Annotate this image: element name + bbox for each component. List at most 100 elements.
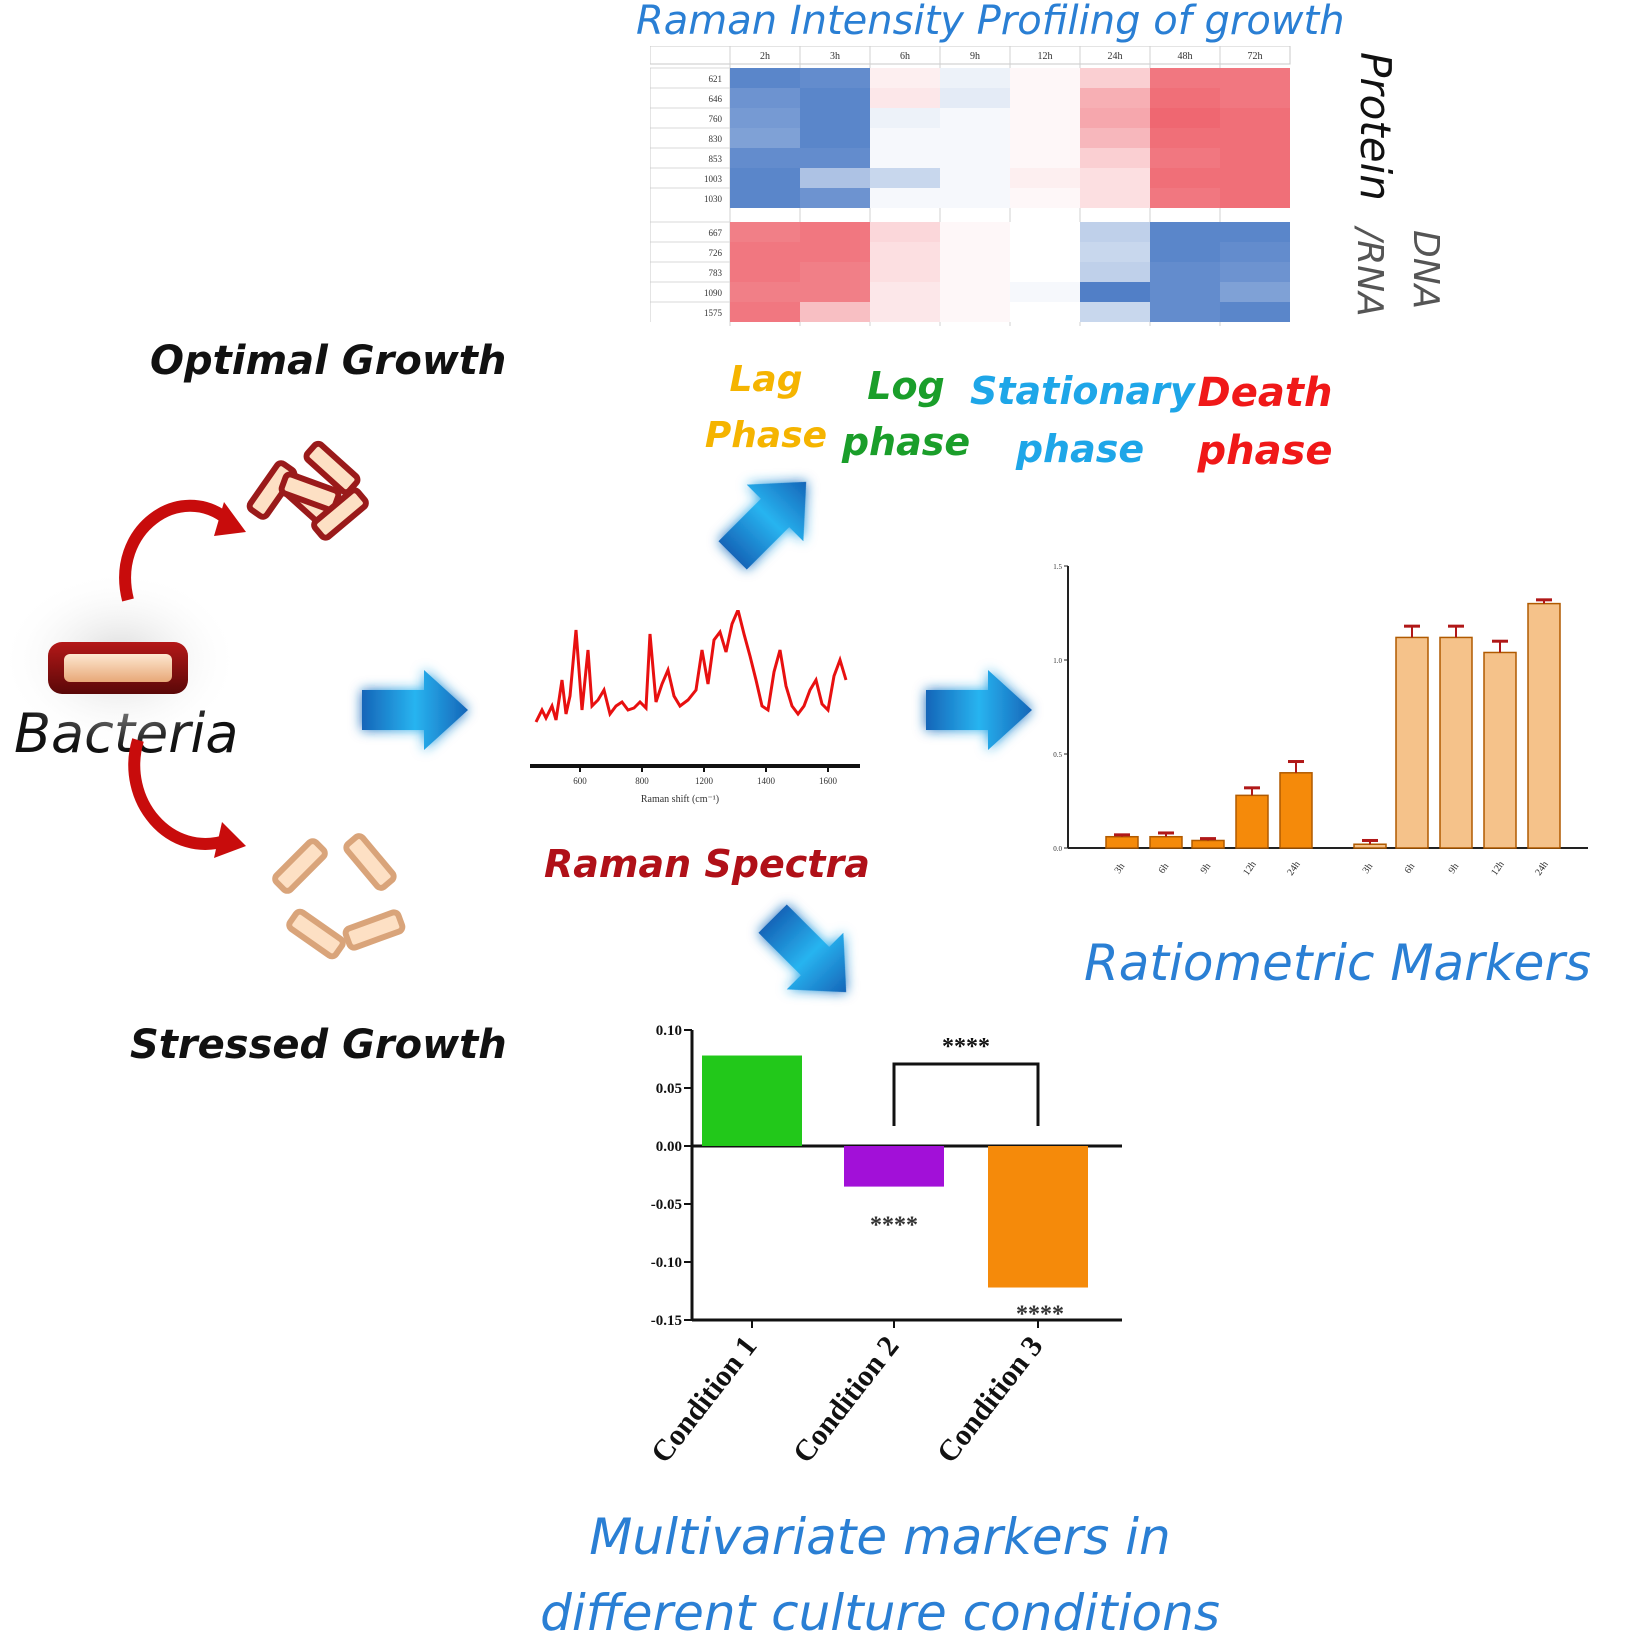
phase-lag: Lag Phase: [696, 352, 836, 464]
phase-stationary: Stationary phase: [970, 362, 1195, 478]
protein-row-label: 646: [709, 94, 723, 104]
ratio-x-tick-label: 3h: [1361, 861, 1376, 876]
protein-cell: [940, 168, 1010, 188]
arrow-right-icon-2: [926, 670, 1032, 750]
protein-cell: [730, 168, 800, 188]
dna-cell: [870, 242, 940, 262]
dna-cell: [1220, 222, 1290, 242]
dna-row-label: 726: [709, 248, 723, 258]
protein-row-label: 1030: [704, 194, 723, 204]
protein-cell: [940, 188, 1010, 208]
phase-stationary-line1: Stationary: [970, 369, 1195, 413]
protein-cell: [1150, 68, 1220, 88]
ratio-y-tick-label: 0.5: [1053, 751, 1062, 759]
phase-lag-line1: Lag: [729, 359, 803, 400]
protein-cell: [1150, 128, 1220, 148]
dna-cell: [730, 222, 800, 242]
protein-cell: [940, 108, 1010, 128]
protein-cell: [800, 148, 870, 168]
protein-cell: [1150, 168, 1220, 188]
multi-x-tick-label: Condition 3: [931, 1330, 1050, 1469]
protein-cell: [1150, 148, 1220, 168]
dna-cell: [800, 302, 870, 322]
dna-cell: [800, 262, 870, 282]
dna-cell: [730, 262, 800, 282]
protein-cell: [800, 128, 870, 148]
dna-cell: [1010, 222, 1080, 242]
spectrum-tick-label: 1600: [819, 776, 838, 786]
phase-stationary-line2: phase: [1015, 427, 1145, 471]
ratio-bar: [1353, 843, 1387, 849]
multi-y-tick-label: -0.10: [651, 1255, 682, 1271]
ratio-bar: [1235, 794, 1269, 849]
dna-cell: [1010, 242, 1080, 262]
arrow-down-right-icon: [758, 904, 847, 993]
ratio-bar: [1279, 772, 1313, 849]
dna-cell: [1010, 282, 1080, 302]
protein-cell: [940, 68, 1010, 88]
dna-cell: [1220, 262, 1290, 282]
dna-cell: [1150, 282, 1220, 302]
protein-cell: [800, 168, 870, 188]
dna-cell: [800, 222, 870, 242]
multi-x-tick-label: Condition 2: [787, 1330, 906, 1469]
protein-cell: [1010, 108, 1080, 128]
protein-cell: [1010, 188, 1080, 208]
dna-cell: [1150, 222, 1220, 242]
phase-log: Log phase: [836, 358, 976, 470]
multi-significance-cond3: ****: [1016, 1302, 1064, 1328]
phase-log-line1: Log: [867, 364, 945, 408]
dna-row-label: 783: [709, 268, 723, 278]
protein-cell: [800, 68, 870, 88]
dna-cell: [870, 282, 940, 302]
dna-cell: [1150, 262, 1220, 282]
multi-y-tick-label: 0.00: [656, 1139, 682, 1155]
protein-cell: [940, 148, 1010, 168]
arrow-up-icon: [119, 499, 232, 602]
protein-cell: [1080, 148, 1150, 168]
protein-cell: [1010, 148, 1080, 168]
dna-cell: [1150, 242, 1220, 262]
multi-y-tick-label: 0.10: [656, 1023, 682, 1039]
protein-cell: [870, 168, 940, 188]
protein-cell: [730, 88, 800, 108]
dna-cell: [1220, 302, 1290, 322]
protein-cell: [1220, 168, 1290, 188]
protein-cell: [1150, 188, 1220, 208]
dna-cell: [730, 242, 800, 262]
ratio-x-tick-label: 6h: [1403, 861, 1418, 876]
dna-cell: [1080, 242, 1150, 262]
ratiometric-label: Ratiometric Markers: [1084, 934, 1592, 992]
phase-death: Death phase: [1190, 364, 1340, 480]
protein-cell: [730, 148, 800, 168]
ratio-x-tick-label: 6h: [1157, 861, 1172, 876]
multi-significance-bracket: [892, 1062, 1040, 1126]
ratio-x-tick-label: 3h: [1113, 861, 1128, 876]
protein-row-label: 760: [709, 114, 723, 124]
protein-cell: [730, 128, 800, 148]
protein-row-label: 1003: [704, 174, 723, 184]
protein-cell: [1010, 68, 1080, 88]
multi-y-tick-label: -0.15: [651, 1313, 682, 1329]
heatmap-col-header: 3h: [830, 51, 840, 62]
multivariate-label-line2: different culture conditions: [540, 1584, 1220, 1642]
protein-cell: [870, 88, 940, 108]
heatmap-col-header: 48h: [1178, 51, 1193, 62]
protein-cell: [1220, 128, 1290, 148]
dna-cell: [730, 302, 800, 322]
heatmap-col-header: 24h: [1108, 51, 1123, 62]
spectrum-tick-label: 1200: [695, 776, 714, 786]
ratio-bar: [1105, 835, 1139, 849]
optimal-cells: [246, 440, 369, 541]
multivariate-label-line1: Multivariate markers in: [589, 1508, 1171, 1566]
raman-spectra-label: Raman Spectra: [544, 842, 870, 886]
dna-cell: [1150, 302, 1220, 322]
protein-cell: [1080, 88, 1150, 108]
ratio-y-tick-label: 0.0: [1053, 845, 1062, 853]
protein-cell: [1010, 168, 1080, 188]
ratio-x-tick-label: 24h: [1533, 859, 1551, 878]
protein-cell: [800, 108, 870, 128]
dna-cell: [730, 282, 800, 302]
protein-cell: [730, 188, 800, 208]
protein-cell: [1220, 148, 1290, 168]
